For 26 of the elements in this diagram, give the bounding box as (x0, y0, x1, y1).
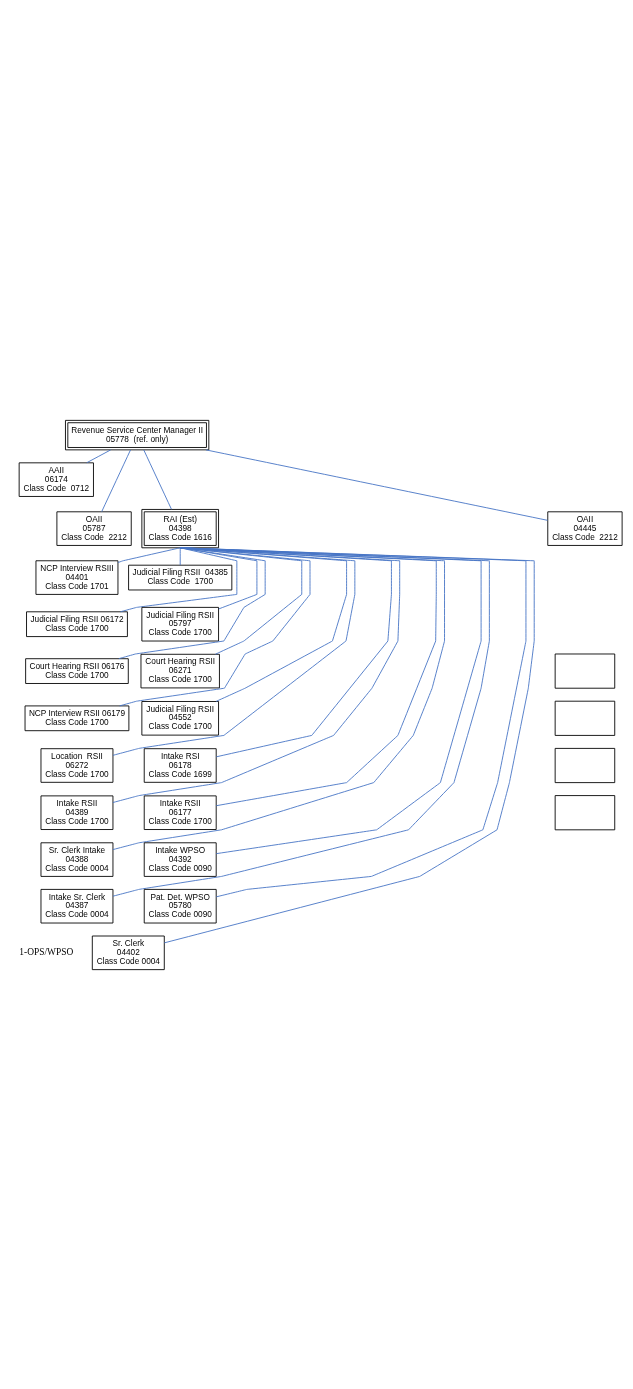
connector (205, 448, 548, 521)
node-box (554, 653, 616, 689)
node-box (554, 700, 616, 736)
connector (179, 546, 392, 757)
connector (163, 546, 535, 943)
connector (119, 546, 311, 706)
connector (179, 546, 482, 854)
node-box (554, 794, 616, 830)
connector (179, 546, 303, 655)
connector (86, 448, 112, 463)
connector (112, 546, 401, 803)
connector (112, 546, 490, 897)
node-box (554, 747, 616, 783)
connector (179, 546, 437, 806)
connector (143, 449, 172, 510)
label: 1-OPS/WPSO (19, 946, 74, 957)
connector (117, 546, 181, 563)
connector (112, 546, 445, 850)
connector (101, 449, 131, 512)
connector (179, 546, 348, 702)
connector (112, 546, 356, 756)
connector (120, 546, 238, 612)
connector (179, 546, 181, 566)
connector (179, 546, 527, 897)
connector (179, 546, 258, 609)
connector (118, 546, 266, 659)
